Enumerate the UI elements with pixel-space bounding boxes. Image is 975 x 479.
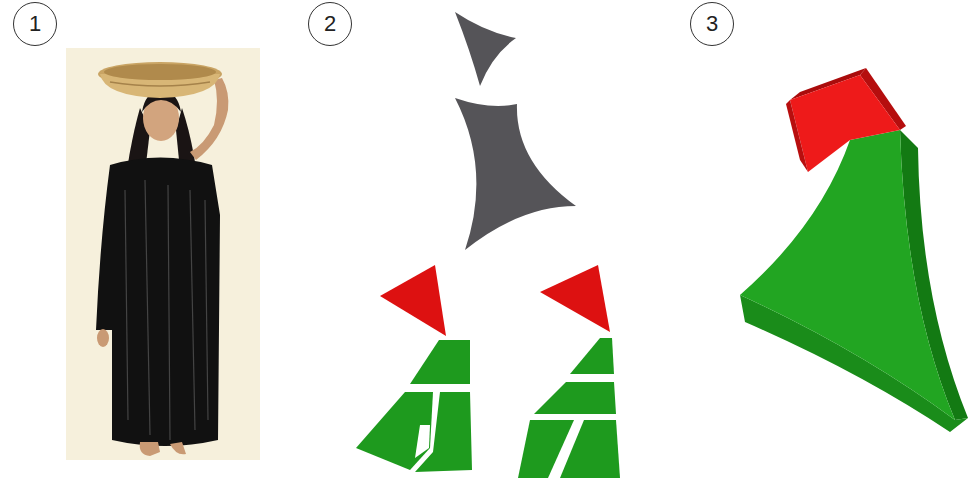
callout-number: 1: [29, 13, 41, 35]
coloured-sign-left: [356, 265, 472, 472]
callout-number: 2: [324, 13, 336, 35]
callout-circle: 1: [13, 2, 57, 46]
coloured-sign-right: [518, 265, 620, 478]
callout-circle: 2: [308, 2, 352, 46]
grey-sign: [455, 12, 576, 250]
sign-3d: [740, 68, 968, 432]
callout-circle: 3: [690, 2, 734, 46]
callout-number: 3: [706, 13, 718, 35]
woman-painting: [66, 48, 260, 460]
